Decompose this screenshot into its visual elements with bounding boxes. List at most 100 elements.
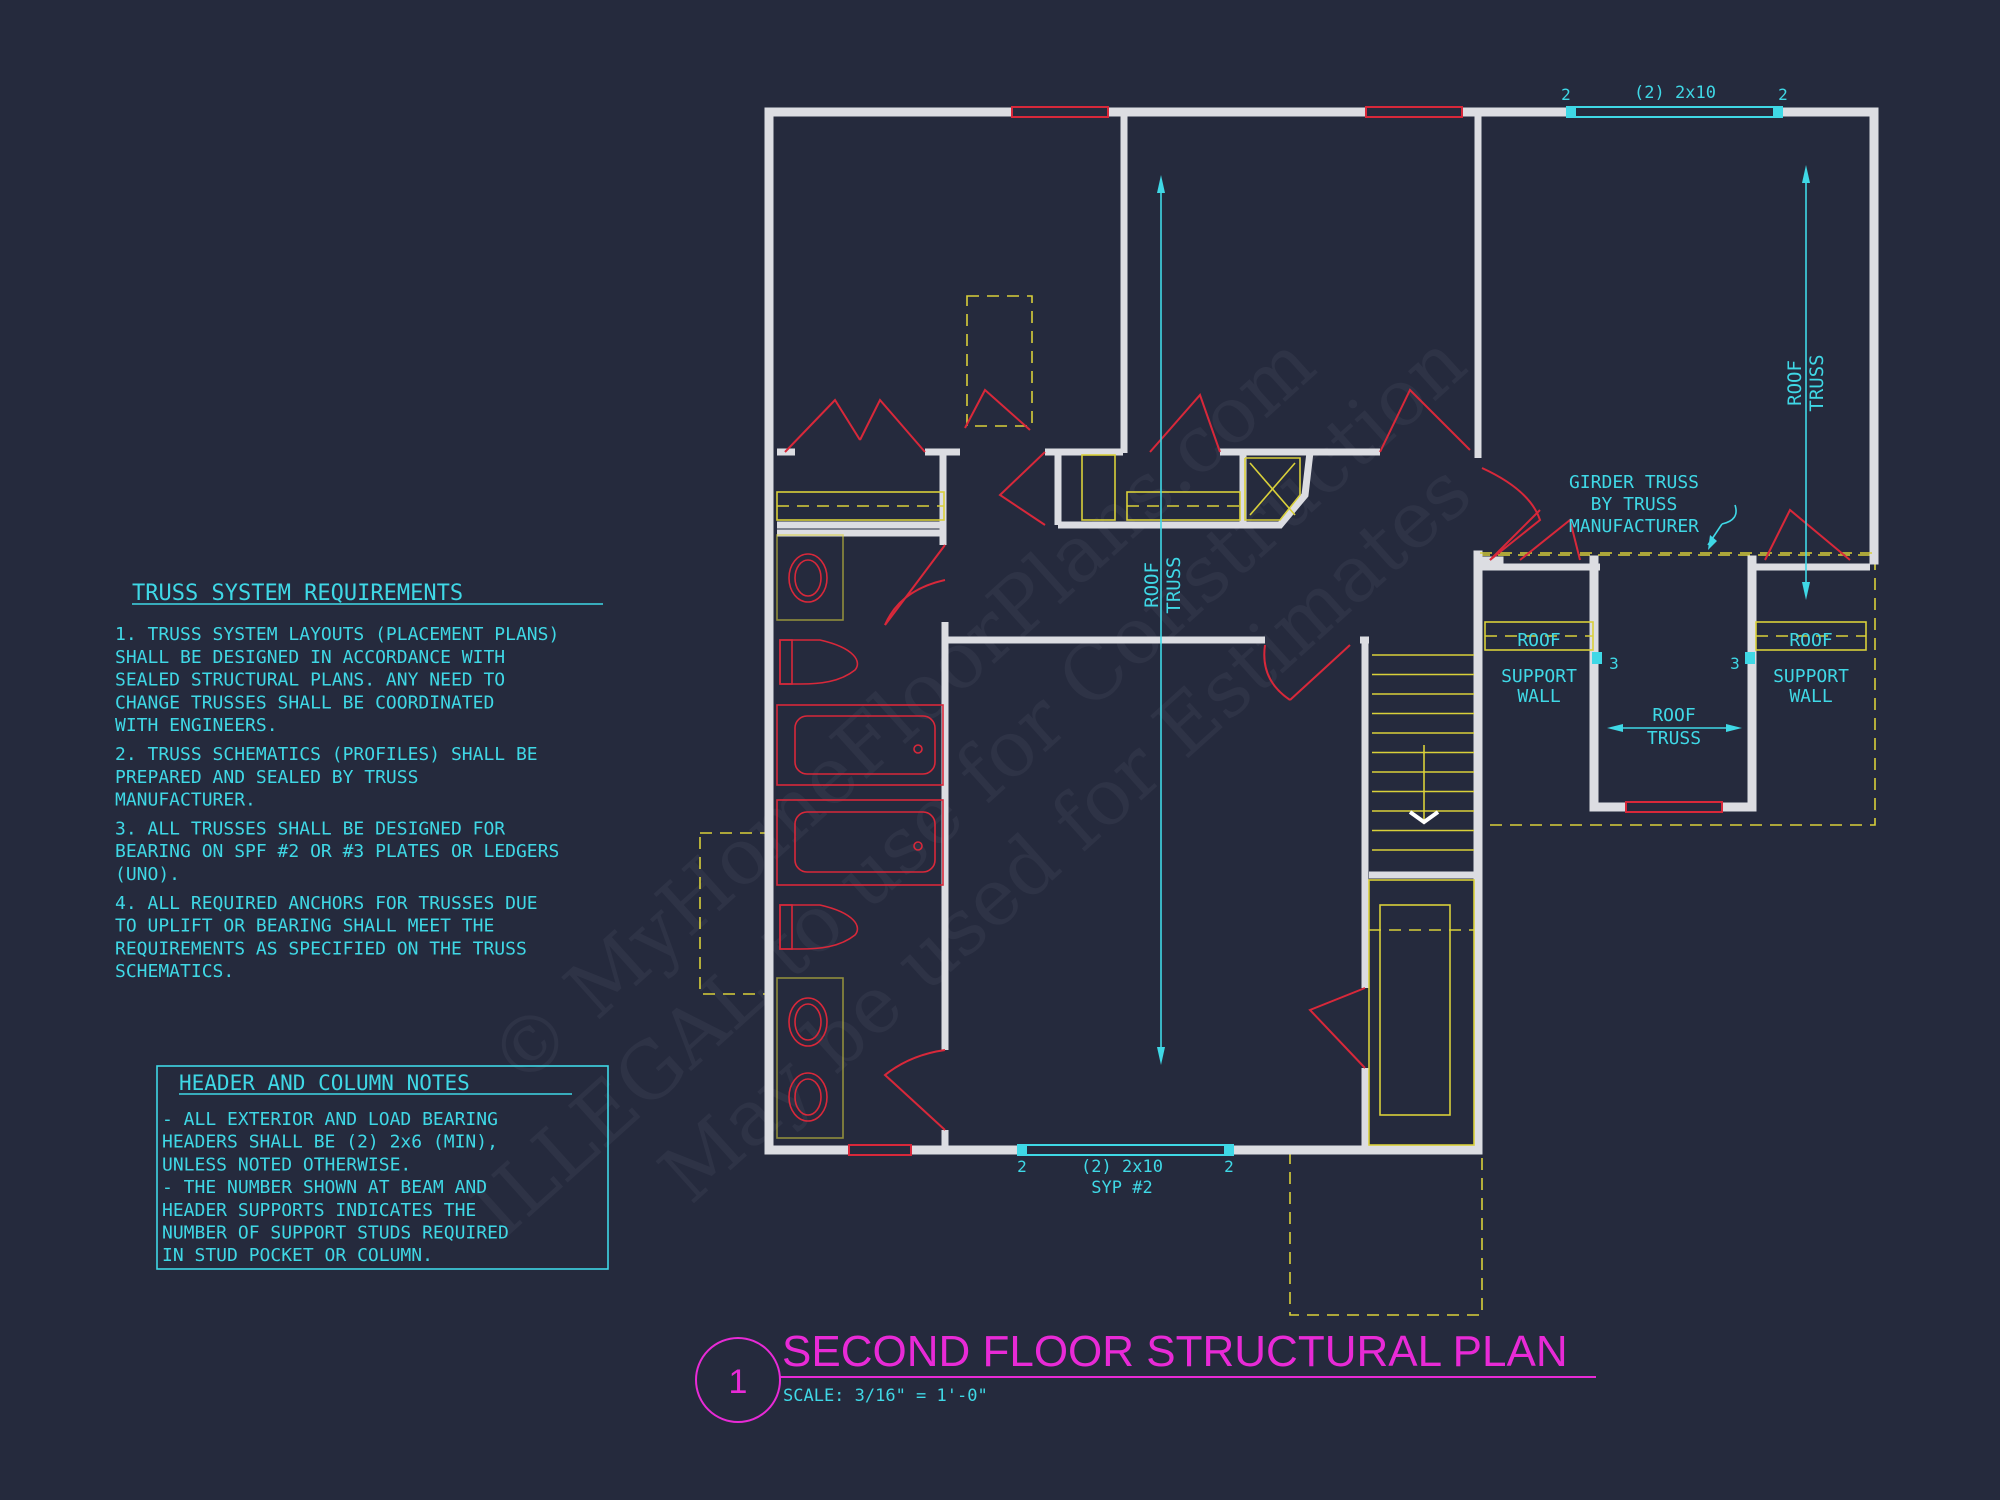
arrowhead-porch-left bbox=[1607, 724, 1623, 732]
arrowhead-porch-right bbox=[1726, 724, 1742, 732]
roof-right-label: ROOF bbox=[1789, 630, 1832, 651]
bathtub-2-basin bbox=[794, 811, 936, 873]
bed2-door bbox=[1149, 393, 1221, 453]
top-header-label: (2) 2x10 bbox=[1634, 83, 1716, 103]
top-right-stud-count: 2 bbox=[1778, 85, 1788, 104]
truss-note-line: SEALED STRUCTURAL PLANS. ANY NEED TO bbox=[115, 670, 505, 691]
hvac-x2 bbox=[1249, 462, 1296, 516]
right-closet-door bbox=[1764, 508, 1851, 561]
floor-plan: (2) 2x10 2 2 (2) 2x10 SYP #2 2 2 ROOF TR… bbox=[699, 83, 1879, 1316]
center-truss-label-2: TRUSS bbox=[1163, 556, 1185, 613]
truss-note-line: WITH ENGINEERS. bbox=[115, 715, 278, 736]
header-note-line: UNLESS NOTED OTHERWISE. bbox=[162, 1154, 411, 1175]
truss-note-line: SHALL BE DESIGNED IN ACCORDANCE WITH bbox=[115, 647, 505, 668]
title-block: 1 SECOND FLOOR STRUCTURAL PLAN SCALE: 3/… bbox=[695, 1327, 1596, 1423]
bath2-door bbox=[883, 1049, 946, 1131]
window-bump bbox=[1625, 801, 1723, 813]
toilet-1-icon bbox=[779, 639, 859, 685]
stud-pocket-ml bbox=[1592, 652, 1602, 664]
stud-pocket-tr bbox=[1773, 106, 1783, 118]
drawing-number-bubble bbox=[695, 1337, 781, 1423]
stair-top bbox=[1478, 556, 1504, 565]
bedroom-door bbox=[1263, 644, 1351, 701]
support-right-label-1: SUPPORT bbox=[1773, 666, 1849, 687]
header-note-line: NUMBER OF SUPPORT STUDS REQUIRED bbox=[162, 1223, 509, 1244]
sink-1-icon bbox=[788, 553, 828, 603]
truss-notes-lines: 1. TRUSS SYSTEM LAYOUTS (PLACEMENT PLANS… bbox=[115, 624, 559, 982]
closet-door-3 bbox=[964, 388, 1031, 431]
bottom-header-grade: SYP #2 bbox=[1091, 1178, 1152, 1198]
closet-door-2 bbox=[859, 398, 926, 453]
truss-note-line: REQUIREMENTS AS SPECIFIED ON THE TRUSS bbox=[115, 938, 527, 959]
toilet-1-tank bbox=[779, 639, 793, 685]
watermark: © MyHomeFloorPlans.com ILLEGAL to use fo… bbox=[455, 317, 1488, 1255]
stud-pocket-mr bbox=[1745, 652, 1755, 664]
bath-fixtures bbox=[776, 534, 944, 1139]
truss-notes: TRUSS SYSTEM REQUIREMENTS 1. TRUSS SYSTE… bbox=[115, 581, 603, 982]
toilet-2-tank bbox=[779, 904, 793, 950]
bump-out-walls bbox=[1589, 555, 1757, 812]
truss-note-line: BEARING ON SPF #2 OR #3 PLATES OR LEDGER… bbox=[115, 841, 559, 862]
walkin-closet-inner bbox=[1379, 904, 1451, 1116]
sink-3-icon bbox=[788, 1072, 828, 1122]
header-notes-box bbox=[156, 1065, 609, 1270]
bed3-door bbox=[1481, 467, 1542, 561]
attic-access-outline bbox=[966, 295, 1033, 427]
vanity-2-counter bbox=[776, 977, 844, 1139]
watermark-line2: ILLEGAL to use for Construction bbox=[455, 317, 1483, 1255]
exterior-wall-top-right bbox=[764, 107, 1879, 565]
truss-note-line: 3. ALL TRUSSES SHALL BE DESIGNED FOR bbox=[115, 818, 505, 839]
sink-2-icon bbox=[788, 997, 828, 1047]
linen-door bbox=[998, 451, 1046, 526]
truss-arrows bbox=[1157, 165, 1810, 1065]
bottom-left-stud-count: 2 bbox=[1017, 1157, 1027, 1176]
sink-2-bowl bbox=[794, 1003, 822, 1041]
bottom-header-label: (2) 2x10 bbox=[1081, 1157, 1163, 1177]
bed3-door-leaf bbox=[1489, 509, 1541, 561]
window-bed1 bbox=[1011, 106, 1109, 118]
truss-note-line: 1. TRUSS SYSTEM LAYOUTS (PLACEMENT PLANS… bbox=[115, 624, 559, 645]
center-truss-label-1: ROOF bbox=[1141, 562, 1163, 608]
bathtub-2-drain bbox=[913, 841, 923, 851]
truss-note-line: CHANGE TRUSSES SHALL BE COORDINATED bbox=[115, 692, 494, 713]
header-note-line: IN STUD POCKET OR COLUMN. bbox=[162, 1245, 433, 1266]
bathtub-1-basin bbox=[794, 715, 936, 775]
window-bed3 bbox=[1569, 106, 1781, 118]
header-notes-heading: HEADER AND COLUMN NOTES bbox=[179, 1071, 470, 1095]
closet-wall-angled bbox=[1230, 451, 1314, 529]
right-truss-label-1: ROOF bbox=[1784, 360, 1806, 406]
arrowhead-right-top bbox=[1802, 165, 1810, 183]
drawing-number: 1 bbox=[729, 1363, 748, 1401]
bathtub-1-icon bbox=[776, 704, 944, 786]
bed1-hall-door bbox=[1379, 388, 1471, 453]
bathtub-1-drain bbox=[913, 744, 923, 754]
truss-note-line: PREPARED AND SEALED BY TRUSS bbox=[115, 767, 418, 788]
drawing-scale: SCALE: 3/16" = 1'-0" bbox=[783, 1386, 988, 1406]
doors bbox=[784, 388, 1851, 1131]
stud-pocket-bl bbox=[1017, 1144, 1027, 1156]
sink-1-bowl bbox=[794, 559, 822, 597]
support-left-label-2: WALL bbox=[1517, 686, 1561, 707]
support-left-label-1: SUPPORT bbox=[1501, 666, 1577, 687]
truss-note-line: SCHEMATICS. bbox=[115, 961, 234, 982]
window-bed2 bbox=[1365, 106, 1463, 118]
stud-pockets bbox=[1017, 106, 1783, 1156]
vanity-1-counter bbox=[776, 534, 844, 621]
right-truss-label-2: TRUSS bbox=[1806, 354, 1828, 411]
girder-label-2: BY TRUSS bbox=[1591, 494, 1678, 515]
porch-truss-label-1: ROOF bbox=[1652, 705, 1695, 726]
hvac-closet bbox=[1244, 457, 1301, 521]
stud-pocket-br bbox=[1224, 1144, 1234, 1156]
girder-label-1: GIRDER TRUSS bbox=[1569, 472, 1699, 493]
walkin-closet-door bbox=[1308, 987, 1366, 1069]
drawing-title: SECOND FLOOR STRUCTURAL PLAN bbox=[782, 1327, 1568, 1376]
stud-count-right-3: 3 bbox=[1730, 654, 1740, 673]
toilet-2-icon bbox=[779, 904, 859, 950]
header-note-line: HEADER SUPPORTS INDICATES THE bbox=[162, 1200, 476, 1221]
girder-leader-arrow bbox=[1708, 535, 1717, 550]
window-bath bbox=[848, 1144, 912, 1156]
rear-overhang-outline bbox=[1478, 554, 1876, 826]
exterior-wall-left-bottom bbox=[764, 107, 1483, 1155]
front-porch-outline bbox=[1289, 1149, 1483, 1316]
arrowhead-center-top bbox=[1157, 175, 1165, 193]
